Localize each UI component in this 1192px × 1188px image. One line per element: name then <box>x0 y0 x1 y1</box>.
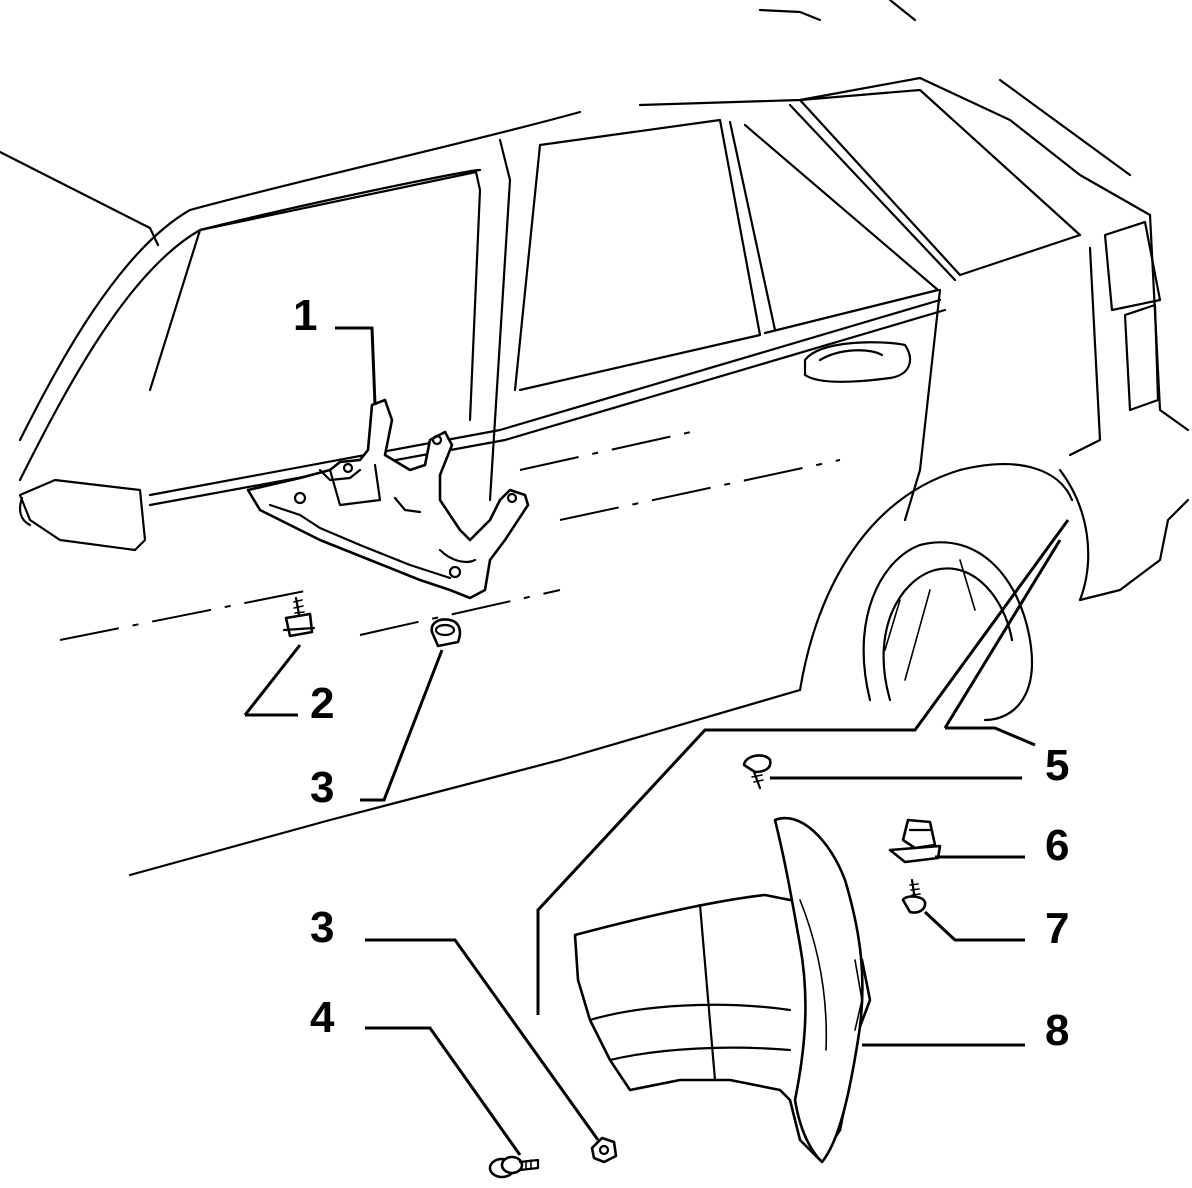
callout-2: 2 <box>310 679 334 728</box>
callout-labels: 1 2 3 5 6 7 3 4 8 <box>293 291 1069 1055</box>
bracket-part-1 <box>246 398 530 600</box>
leader-lines <box>243 326 1070 1156</box>
callout-6: 6 <box>1045 821 1069 870</box>
bolt-part-2 <box>282 596 316 638</box>
car-body-outline <box>0 0 1190 877</box>
callout-1: 1 <box>293 291 317 340</box>
nut-part-3-upper <box>430 618 462 648</box>
callout-3-upper: 3 <box>310 763 334 812</box>
screw-part-7 <box>901 878 927 914</box>
callout-7: 7 <box>1045 904 1069 953</box>
callout-3-lower: 3 <box>310 903 334 952</box>
fastener-part-4 <box>488 1155 540 1179</box>
clip-nut-part-6 <box>888 818 942 864</box>
nut-part-3-lower <box>590 1136 618 1164</box>
callout-4: 4 <box>310 993 335 1042</box>
callout-5: 5 <box>1045 741 1069 790</box>
screw-part-5 <box>742 754 772 790</box>
callout-8: 8 <box>1045 1006 1069 1055</box>
wheel-arch-liner-part-8 <box>573 816 872 1164</box>
